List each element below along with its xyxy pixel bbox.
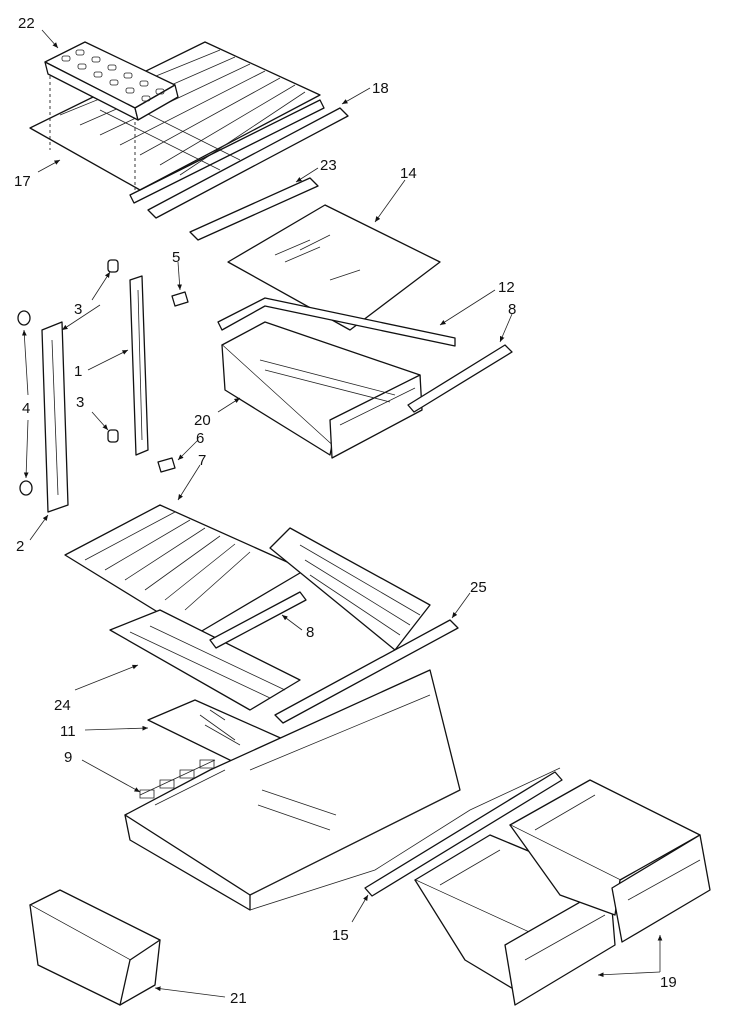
glass-shelf-14	[227, 204, 441, 331]
wire-shelf-17	[29, 41, 325, 204]
label-14: 14	[400, 165, 417, 182]
label-17: 17	[14, 173, 31, 190]
wire-shelf-7	[64, 504, 306, 636]
crisper-drawer-left	[414, 834, 616, 1006]
label-3-upper: 3	[74, 301, 82, 318]
label-18: 18	[372, 80, 389, 97]
label-25: 25	[470, 579, 487, 596]
label-21: 21	[230, 990, 247, 1007]
rail-1	[129, 275, 149, 456]
wire-shelf-right	[269, 527, 431, 651]
label-5: 5	[172, 249, 180, 266]
leader-lines	[21, 29, 663, 998]
trim-23	[189, 177, 319, 241]
ice-tray-22	[44, 41, 179, 121]
drawer-20	[221, 321, 423, 459]
label-11: 11	[60, 723, 76, 740]
frame-12	[217, 297, 456, 347]
label-3-lower: 3	[76, 394, 84, 411]
bin-21	[29, 889, 161, 1006]
trim-18	[147, 107, 349, 219]
rod-8-lower	[209, 591, 307, 649]
label-4: 4	[22, 400, 30, 417]
crisper-drawer-right	[509, 779, 711, 943]
floor-outline	[249, 767, 561, 911]
label-24: 24	[54, 697, 71, 714]
rod-8-upper	[407, 344, 513, 413]
label-20: 20	[194, 412, 211, 429]
label-22: 22	[18, 15, 35, 32]
part-labels: 22 18 17 23 14 5 12 8 3 1 4 3 20 6 7 2 2…	[14, 15, 677, 1007]
rail-2	[41, 321, 69, 513]
label-2: 2	[16, 538, 24, 555]
trim-25	[274, 619, 459, 724]
shelf-24	[109, 609, 301, 711]
label-9: 9	[64, 749, 72, 766]
label-23: 23	[320, 157, 337, 174]
rod-15	[364, 771, 563, 897]
label-19: 19	[660, 974, 677, 991]
label-12: 12	[498, 279, 515, 296]
label-8-lower: 8	[306, 624, 314, 641]
label-7: 7	[198, 452, 206, 469]
label-15: 15	[332, 927, 349, 944]
brackets	[17, 259, 189, 496]
label-8-upper: 8	[508, 301, 516, 318]
crisper-frame-9	[124, 669, 461, 911]
label-1: 1	[74, 363, 82, 380]
label-6: 6	[196, 430, 204, 447]
